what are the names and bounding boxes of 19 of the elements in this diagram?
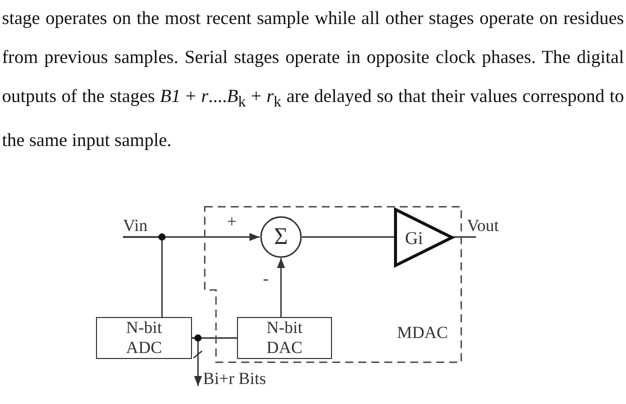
region-label: MDAC	[397, 323, 448, 343]
summing-circle	[260, 216, 302, 258]
output-label: Vout	[467, 215, 505, 237]
arrow	[277, 258, 285, 317]
dashed-boundary	[204, 206, 462, 363]
block-label: N-bit ADC	[125, 318, 163, 358]
body-paragraph: stage operates on the most recent sample while all other stages operate on residues from previous samples. Serial stages operate in opposite clock phases. The digital outputs of the stages B1 + r....B$_{k}$ + r$_{k}$ are delayed so that their values correspond to the same input sample.	[2, 8, 624, 153]
summation-sign: Σ	[273, 223, 289, 252]
signal-line	[453, 236, 476, 238]
bus-arrow	[192, 337, 202, 386]
input-label: Vin	[123, 215, 151, 237]
output-bits-label: Bi+r Bits	[203, 368, 275, 388]
amplifier-triangle	[394, 208, 454, 267]
converter-block	[96, 317, 192, 359]
converter-block	[237, 317, 332, 359]
signal-line	[123, 236, 163, 317]
block-label: N-bit DAC	[266, 318, 304, 358]
signal-line	[302, 236, 394, 238]
gain-label: Gi	[405, 226, 423, 248]
